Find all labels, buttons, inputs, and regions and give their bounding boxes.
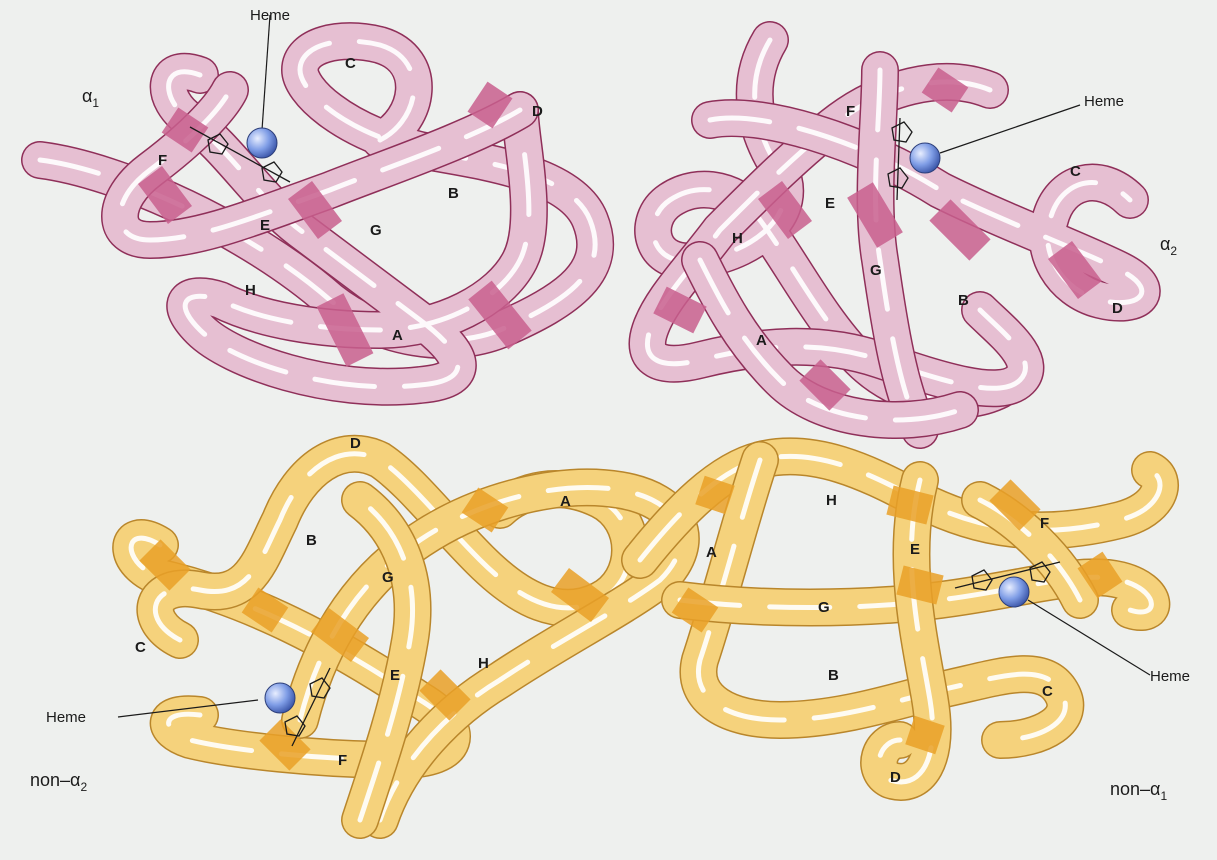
non-alpha-1-helix-c: C bbox=[1042, 683, 1053, 700]
alpha-1-helix-a: A bbox=[392, 327, 403, 344]
non-alpha-1-helix-e: E bbox=[910, 541, 920, 558]
non-alpha-2-helix-a: A bbox=[560, 493, 571, 510]
alpha-1-helix-c: C bbox=[345, 55, 356, 72]
non-alpha-1-heme-icon bbox=[999, 577, 1029, 607]
alpha-1-helix-g: G bbox=[370, 222, 382, 239]
non-alpha-1-helix-d: D bbox=[890, 769, 901, 786]
alpha-2-heme-icon bbox=[910, 143, 940, 173]
alpha-1-helix-b: B bbox=[448, 185, 459, 202]
alpha-1-heme-label: Heme bbox=[250, 7, 290, 24]
non-alpha-2-helix-h: H bbox=[478, 655, 489, 672]
alpha-2-helix-a: A bbox=[756, 332, 767, 349]
alpha-1-helix-d: D bbox=[532, 103, 543, 120]
non-alpha-1-helix-g: G bbox=[818, 599, 830, 616]
non-alpha-2-heme-label: Heme bbox=[46, 709, 86, 726]
alpha-2-helix-e: E bbox=[825, 195, 835, 212]
non-alpha-1-label: non–α1 bbox=[1110, 779, 1167, 803]
alpha-2-label: α2 bbox=[1160, 234, 1177, 258]
alpha-2-helix-c: C bbox=[1070, 163, 1081, 180]
subunit-alpha-1: C D F B E G H A Heme α1 bbox=[40, 7, 595, 387]
alpha-1-helix-h: H bbox=[245, 282, 256, 299]
non-alpha-2-heme-icon bbox=[265, 683, 295, 713]
non-alpha-2-helix-b: B bbox=[306, 532, 317, 549]
alpha-1-heme-icon bbox=[247, 128, 277, 158]
alpha-1-label-prefix: α bbox=[82, 86, 92, 106]
subunit-alpha-2: F C E H G B D A Heme α2 bbox=[647, 40, 1177, 430]
alpha-2-helix-d: D bbox=[1112, 300, 1123, 317]
non-alpha-1-label-prefix: non–α bbox=[1110, 779, 1160, 799]
non-alpha-2-helix-g: G bbox=[382, 569, 394, 586]
non-alpha-2-helix-c: C bbox=[135, 639, 146, 656]
alpha-2-label-prefix: α bbox=[1160, 234, 1170, 254]
non-alpha-2-label-prefix: non–α bbox=[30, 770, 80, 790]
subunit-non-alpha-1: H F E A G B C D Heme non–α1 bbox=[640, 456, 1190, 803]
non-alpha-2-helix-d: D bbox=[350, 435, 361, 452]
alpha-1-helix-e: E bbox=[260, 217, 270, 234]
alpha-1-helix-f: F bbox=[158, 152, 167, 169]
alpha-2-label-index: 2 bbox=[1170, 244, 1177, 258]
alpha-2-helix-b: B bbox=[958, 292, 969, 309]
non-alpha-1-label-index: 1 bbox=[1160, 789, 1167, 803]
alpha-2-heme-label: Heme bbox=[1084, 93, 1124, 110]
alpha-2-helix-h: H bbox=[732, 230, 743, 247]
non-alpha-1-helix-h: H bbox=[826, 492, 837, 509]
non-alpha-2-label: non–α2 bbox=[30, 770, 87, 794]
alpha-1-label-index: 1 bbox=[92, 96, 99, 110]
alpha-1-label: α1 bbox=[82, 86, 99, 110]
non-alpha-1-helix-b: B bbox=[828, 667, 839, 684]
non-alpha-2-helix-f: F bbox=[338, 752, 347, 769]
non-alpha-1-helix-f: F bbox=[1040, 515, 1049, 532]
non-alpha-2-tube bbox=[131, 454, 681, 820]
non-alpha-2-label-index: 2 bbox=[80, 780, 87, 794]
non-alpha-1-helix-a: A bbox=[706, 544, 717, 561]
alpha-2-helix-f: F bbox=[846, 103, 855, 120]
non-alpha-2-helix-e: E bbox=[390, 667, 400, 684]
alpha-2-helix-g: G bbox=[870, 262, 882, 279]
non-alpha-1-heme-label: Heme bbox=[1150, 668, 1190, 685]
subunit-non-alpha-2: D A B G C H E F Heme non–α2 bbox=[30, 435, 681, 820]
